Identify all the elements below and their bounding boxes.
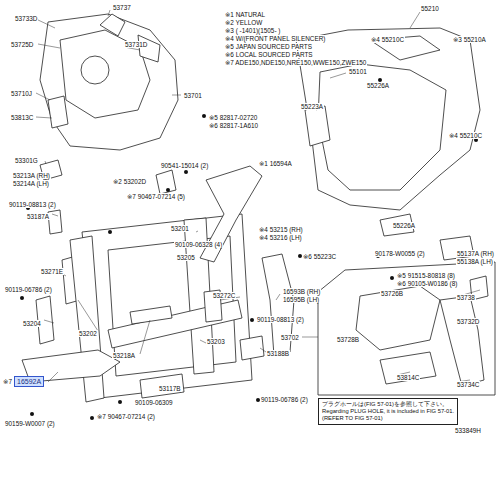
part-number: 53187A <box>26 213 50 220</box>
part-number: 53701 <box>183 92 203 99</box>
part-number: 55138A (LH) <box>456 258 494 265</box>
part-number: 90119-06786 (2) <box>260 396 309 403</box>
part-number: 53202 <box>78 330 98 337</box>
part-number: 53301G <box>14 157 39 164</box>
part-number: 53218A <box>112 352 136 359</box>
part-number: ※5 82817-02720 <box>208 114 258 121</box>
part-number: ※2 53202D <box>112 178 147 185</box>
part-number: 53733D <box>14 15 38 22</box>
part-number: ※7 90467-07214 (5) <box>126 193 186 200</box>
part-number: ※4 55210C <box>448 132 483 139</box>
part-number: 55137A (RH) <box>456 250 495 257</box>
part-number: 53203 <box>206 338 226 345</box>
note-text: プラグホールは(FIG 57-01)を参照して下さい。 <box>322 401 454 408</box>
note-box: プラグホールは(FIG 57-01)を参照して下さい。Regarding PLU… <box>318 398 458 425</box>
part-number: 90119-06786 (2) <box>4 286 53 293</box>
part-number: 53710J <box>10 90 33 97</box>
part-number: 90119-08813 (2) <box>256 316 305 323</box>
part-number: 55210 <box>420 5 440 12</box>
part-number: 53204 <box>22 320 42 327</box>
part-number: ※3 55210A <box>452 36 487 43</box>
part-number: 16593B (RH) <box>282 288 321 295</box>
part-number: ※7 90467-07214 (2) <box>96 413 156 420</box>
note-text: Regarding PLUG HOLE, it is included in F… <box>322 408 454 415</box>
part-number: 53702 <box>280 334 300 341</box>
part-number: 90109-06309 <box>134 399 174 406</box>
part-number: 16595B (LH) <box>282 296 320 303</box>
part-number: 53814C <box>396 374 420 381</box>
part-number: ※4 55210C <box>370 36 405 43</box>
part-number: 90109-06328 (4) <box>174 241 223 248</box>
legend-note: ※3 ( -1401)(1505- ) <box>224 27 281 34</box>
part-number: 90178-W0055 (2) <box>374 250 426 257</box>
highlighted-part-number: 16592A <box>14 376 44 387</box>
part-number: 53725D <box>10 41 34 48</box>
part-number: 53728B <box>336 336 360 343</box>
part-number: ※4 53216 (LH) <box>258 234 303 241</box>
part-number: 55226A <box>366 82 390 89</box>
part-number: ※6 55223C <box>302 253 337 260</box>
note-text: (REFER TO FIG 57-01) <box>322 415 454 422</box>
part-number: 53117B <box>158 385 182 392</box>
part-number: ※6 90105-W0186 (8) <box>396 280 458 287</box>
part-number: 53738 <box>456 294 476 301</box>
part-number: ※4 53215 (RH) <box>258 226 304 233</box>
part-number: 90119-08813 (2) <box>8 201 57 208</box>
legend-note: ※2 YELLOW <box>224 19 263 26</box>
part-number: ※7 <box>2 378 13 385</box>
part-number: 53213A (RH) <box>12 172 51 179</box>
part-number: 53201 <box>170 225 190 232</box>
part-number: 53813C <box>10 114 34 121</box>
legend-note: ※1 NATURAL <box>224 11 266 18</box>
part-number: ※1 16594A <box>258 160 293 167</box>
part-number: 53732D <box>456 318 480 325</box>
legend-note: ※5 JAPAN SOURCED PARTS <box>224 43 313 50</box>
part-number: 53205 <box>176 254 196 261</box>
part-number: 53214A (LH) <box>12 180 50 187</box>
part-number: 53272C <box>212 292 236 299</box>
part-number: 55226A <box>392 222 416 229</box>
part-number: 53737 <box>112 4 132 11</box>
legend-note: ※4 W/(FRONT PANEL SILENCER) <box>224 35 326 42</box>
part-number: 53731D <box>124 41 148 48</box>
part-number: 533849H <box>454 427 482 434</box>
part-number: 53271E <box>40 268 64 275</box>
part-number: 90541-15014 (2) <box>160 162 209 169</box>
legend-note: ※6 LOCAL SOURCED PARTS <box>224 51 314 58</box>
part-number: ※6 82817-1A610 <box>208 122 259 129</box>
legend-note: ※7 ADE150,NDE150,NRE150,WWE150,ZWE150 <box>224 59 367 66</box>
part-number: 53726B <box>380 290 404 297</box>
part-number: 53734C <box>456 381 480 388</box>
part-number: 90159-W0007 (2) <box>4 420 56 427</box>
part-number: 55223A <box>300 103 324 110</box>
part-number: ※5 91515-80818 (8) <box>396 272 456 279</box>
part-number: 55101 <box>348 68 368 75</box>
part-number: 53188B <box>266 350 290 357</box>
